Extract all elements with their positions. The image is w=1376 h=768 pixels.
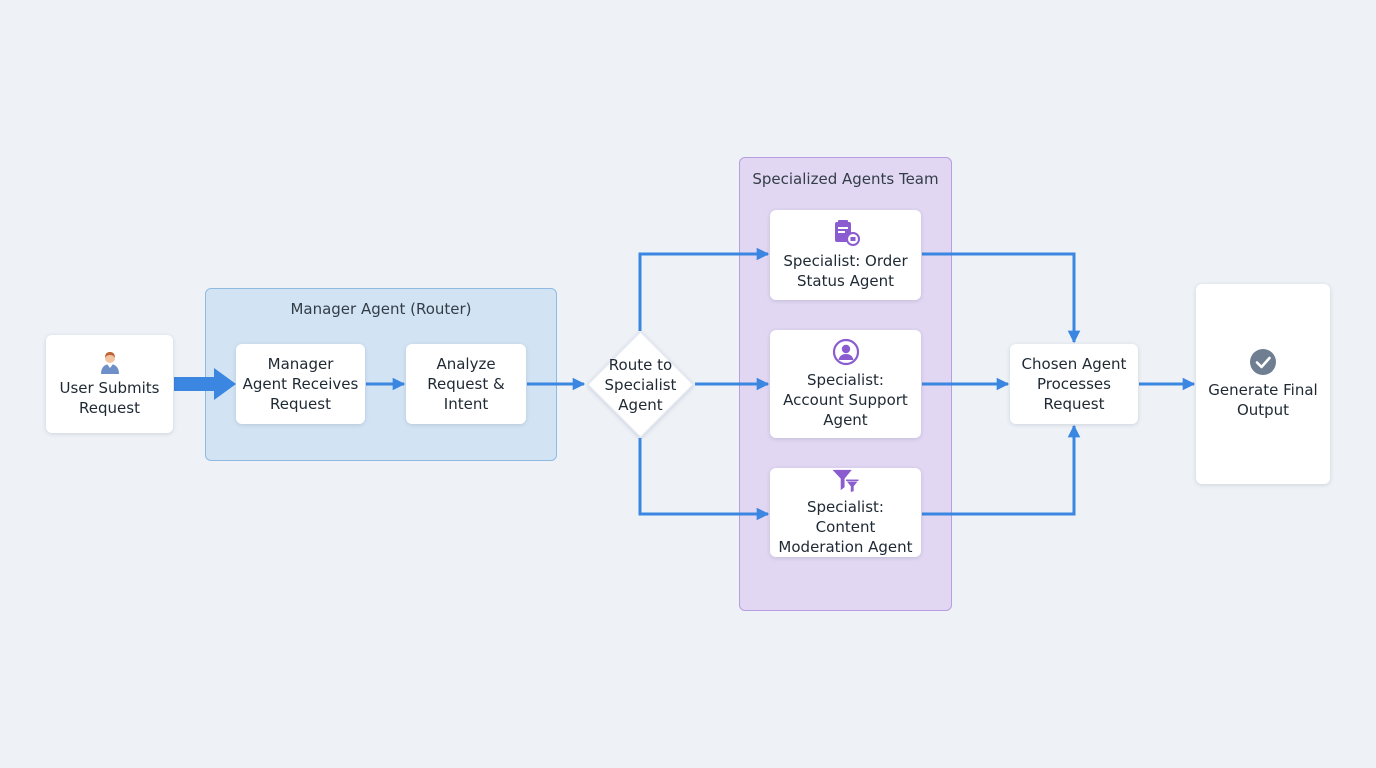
- manager-group-title: Manager Agent (Router): [290, 300, 472, 318]
- node-account-support-agent: Specialist: Account Support Agent: [770, 330, 921, 438]
- receive-node-label: Manager Agent Receives Request: [242, 355, 359, 413]
- arrow-user-to-manager: [174, 368, 236, 400]
- node-manager-receives-request: Manager Agent Receives Request: [236, 344, 365, 424]
- order-node-label: Specialist: Order Status Agent: [783, 252, 908, 290]
- order-document-icon: [834, 220, 860, 246]
- account-user-icon: [832, 338, 859, 366]
- account-node-label: Specialist: Account Support Agent: [783, 371, 908, 429]
- specialists-group-title: Specialized Agents Team: [752, 170, 939, 188]
- content-node-label: Specialist: Content Moderation Agent: [778, 498, 913, 556]
- filter-icon: [832, 469, 858, 493]
- output-node-label: Generate Final Output: [1208, 381, 1318, 419]
- arrow-route-to-order: [638, 247, 770, 331]
- decision-diamond-shape: [587, 331, 694, 438]
- check-circle-icon: [1250, 349, 1276, 375]
- node-content-moderation-agent: Specialist: Content Moderation Agent: [770, 468, 921, 557]
- decision-route-to-specialist: Route to Specialist Agent: [586, 330, 695, 439]
- user-node-label: User Submits Request: [59, 379, 160, 417]
- arrow-order-to-chosen: [922, 252, 1081, 344]
- chosen-node-label: Chosen Agent Processes Request: [1021, 355, 1127, 413]
- route-node-label: Route to Specialist Agent: [604, 355, 677, 414]
- user-icon: [100, 352, 119, 374]
- node-chosen-agent-processes: Chosen Agent Processes Request: [1010, 344, 1138, 424]
- node-order-status-agent: Specialist: Order Status Agent: [770, 210, 921, 300]
- arrow-content-to-chosen: [922, 424, 1081, 516]
- arrow-route-to-content: [638, 438, 770, 521]
- node-user-submits-request: User Submits Request: [46, 335, 173, 433]
- node-generate-final-output: Generate Final Output: [1196, 284, 1330, 484]
- node-analyze-request: Analyze Request & Intent: [406, 344, 526, 424]
- analyze-node-label: Analyze Request & Intent: [427, 355, 505, 413]
